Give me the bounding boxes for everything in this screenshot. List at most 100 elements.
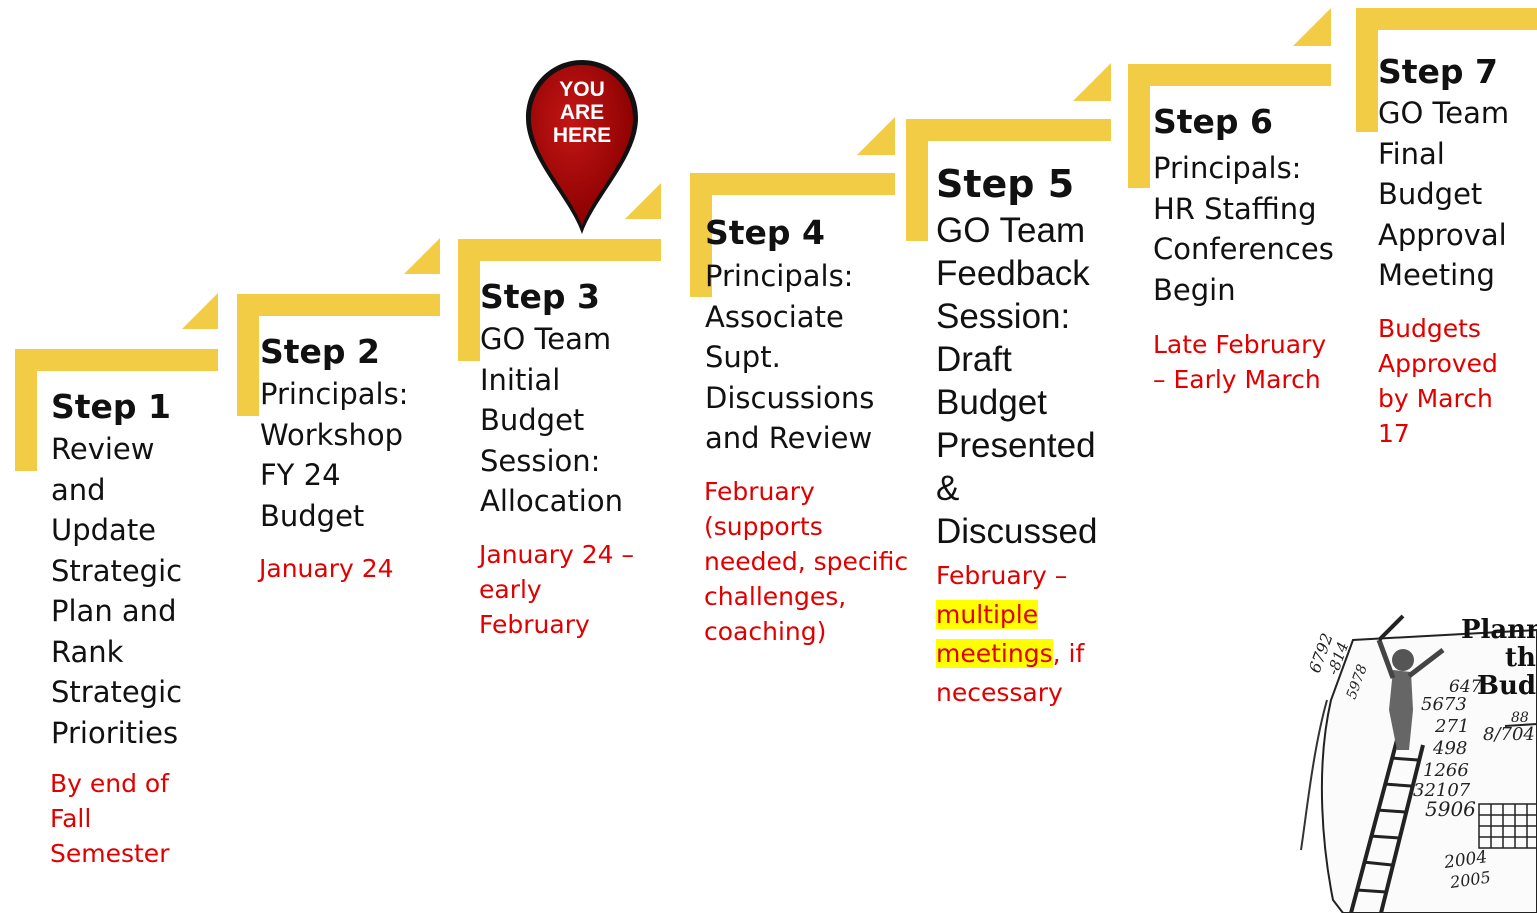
step-5-bracket-top (906, 119, 1111, 141)
step-1-bracket-top (15, 349, 218, 371)
step-line: & (936, 469, 960, 508)
step-5-timeframe: February – multiple meetings, if necessa… (936, 556, 1084, 712)
step-7-bracket-top (1356, 8, 1537, 30)
step-line: GO Team (936, 211, 1086, 250)
step-6-timeframe: Late February – Early March (1153, 327, 1326, 397)
step-3-description: GO Team Initial Budget Session: Allocati… (480, 319, 623, 522)
date-line: early (479, 575, 542, 604)
step-1-timeframe: By end of Fall Semester (50, 766, 169, 871)
step-2-bracket-top (237, 294, 440, 316)
date-line: 17 (1378, 419, 1410, 448)
step-4-title: Step 4 (705, 213, 825, 252)
step-4-bracket-side (690, 173, 712, 297)
step-line: Principals: (260, 377, 409, 411)
step-line: GO Team (1378, 96, 1510, 130)
step-5-description: GO Team Feedback Session: Draft Budget P… (936, 209, 1097, 553)
step-1-title: Step 1 (51, 387, 171, 426)
step-line: Final (1378, 136, 1445, 171)
step-line: Discussions (705, 380, 875, 415)
step-7-bracket-side (1356, 8, 1378, 132)
date-line: Budgets (1378, 314, 1481, 343)
step-5-title: Step 5 (936, 162, 1075, 206)
step-line: Associate (705, 299, 844, 334)
date-line: necessary (936, 678, 1063, 707)
step-4-timeframe: February (supports needed, specific chal… (704, 474, 908, 649)
step-line: Meeting (1378, 258, 1495, 292)
step-line: HR Staffing (1153, 191, 1317, 226)
step-line: Budget (260, 498, 365, 533)
location-pin-icon (526, 60, 638, 234)
step-line: Workshop (260, 417, 404, 452)
step-line: Principals: (705, 259, 854, 293)
sketch-caption: the (1505, 643, 1537, 673)
step-line: Presented (936, 426, 1096, 465)
step-line: Session: (480, 443, 601, 478)
step-7-description: GO Team Final Budget Approval Meeting (1378, 93, 1509, 296)
sketch-number: 1266 (1423, 760, 1469, 781)
date-line: Approved (1378, 349, 1498, 378)
date-line: Fall (50, 804, 92, 833)
step-line: Update (51, 513, 157, 547)
sketch-number: 8/704 (1483, 724, 1535, 745)
sketch-number: 5673 (1421, 694, 1467, 715)
step-line: and Review (705, 421, 873, 455)
step-2-title: Step 2 (260, 332, 380, 371)
step-2-bracket-side (237, 294, 259, 416)
step-1-description: Review and Update Strategic Plan and Ran… (51, 429, 182, 753)
step-6-bracket-top (1128, 64, 1331, 86)
sketch-number: 271 (1434, 716, 1469, 737)
step-5-bracket-corner (1073, 63, 1111, 101)
step-line: Budget (1378, 177, 1483, 211)
step-2-timeframe: January 24 (259, 551, 394, 586)
step-6-title: Step 6 (1153, 102, 1273, 141)
step-6-bracket-corner (1293, 8, 1331, 46)
sketch-number: 32107 (1413, 780, 1471, 801)
step-1-bracket-corner (182, 293, 218, 329)
date-line: February (704, 477, 815, 506)
highlighted-text: meetings (936, 639, 1053, 668)
step-line: Conferences (1153, 232, 1334, 266)
you-are-here-label: YOU ARE HERE (522, 78, 642, 147)
date-line: (supports (704, 512, 823, 541)
date-line: challenges, (704, 582, 847, 611)
step-line: Discussed (936, 512, 1098, 551)
date-line: January 24 (259, 554, 394, 583)
step-4-bracket-corner (857, 117, 895, 155)
date-line: February (479, 610, 590, 639)
date-line: Semester (50, 839, 170, 868)
step-line: Feedback (936, 254, 1090, 293)
date-line: Late February (1153, 330, 1327, 359)
step-7-timeframe: Budgets Approved by March 17 (1378, 311, 1498, 451)
step-line: and (51, 472, 106, 507)
step-2-bracket-corner (404, 238, 440, 274)
sketch-caption: Budget (1477, 671, 1537, 701)
sketch-number: 498 (1432, 738, 1467, 759)
date-line: coaching) (704, 617, 827, 646)
date-line: by March (1378, 384, 1493, 413)
step-2-description: Principals: Workshop FY 24 Budget (260, 374, 408, 536)
step-6-description: Principals: HR Staffing Conferences Begi… (1153, 148, 1334, 310)
step-line: Begin (1153, 272, 1236, 307)
step-line: Session: (936, 297, 1071, 336)
date-line: meetings, if (936, 634, 1084, 673)
step-line: Budget (936, 383, 1047, 422)
step-line: Strategic (51, 675, 183, 709)
step-line: Review (51, 432, 155, 466)
pin-line: HERE (552, 124, 612, 147)
date-line: multiple (936, 595, 1084, 634)
step-4-bracket-top (690, 173, 895, 195)
date-line: By end of (50, 769, 170, 798)
step-1-bracket-side (15, 349, 37, 471)
step-line: Priorities (51, 715, 179, 750)
date-line: – Early March (1153, 365, 1321, 394)
date-line: February – (936, 561, 1068, 590)
date-line: needed, specific (704, 547, 909, 576)
step-line: Initial (480, 362, 561, 397)
sketch-number: 647 (1449, 677, 1482, 697)
step-5-bracket-side (906, 119, 928, 241)
sketch-caption: Planning (1461, 615, 1537, 645)
pin-line: ARE (559, 101, 605, 124)
step-3-bracket-corner (625, 183, 661, 219)
step-line: Budget (480, 403, 585, 437)
sketch-number: 5906 (1425, 797, 1476, 821)
